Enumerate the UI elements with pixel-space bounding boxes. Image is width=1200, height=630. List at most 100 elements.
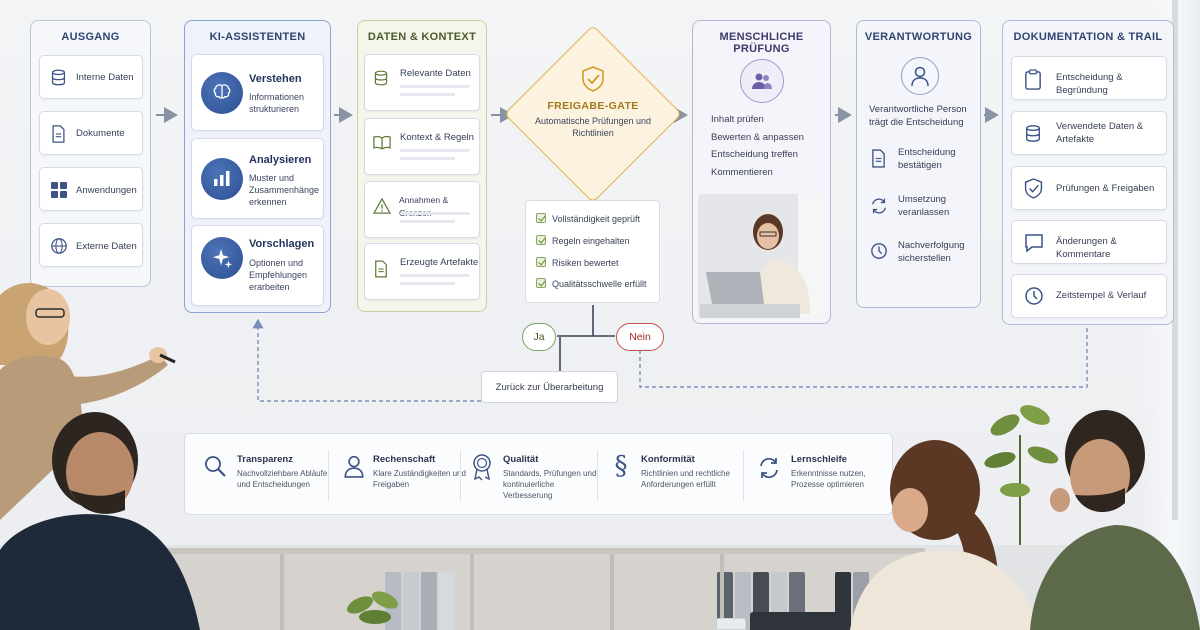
document-check-icon — [871, 149, 886, 168]
trail-card-changes[interactable]: Änderungen & Kommentare — [1011, 220, 1167, 264]
owner-avatar — [901, 57, 939, 95]
check-item[interactable]: Vollständigkeit geprüft — [536, 213, 640, 224]
principle-transparenz: Transparenz Nachvollziehbare Abläufe und… — [193, 434, 328, 516]
principle-title: Qualität — [503, 454, 539, 465]
card-label: Interne Daten — [76, 72, 134, 83]
reviewer-photo — [698, 194, 824, 318]
check-label: Regeln eingehalten — [552, 236, 630, 246]
person-icon — [910, 65, 930, 87]
context-card-rules[interactable]: Kontext & Regeln — [364, 118, 480, 175]
principle-konformitaet: § Konformität Richtlinien und rechtliche… — [601, 434, 741, 516]
ki-card-title: Analysieren — [249, 154, 312, 166]
gate-text: FREIGABE-GATE Automatische Prüfungen und… — [520, 100, 666, 139]
context-card-assumptions[interactable]: Annahmen & Grenzen — [364, 181, 480, 238]
source-card-documents[interactable]: Dokumente — [39, 111, 143, 155]
context-card-data[interactable]: Relevante Daten — [364, 54, 480, 111]
comment-icon — [1024, 233, 1044, 253]
column-daten-kontext: DATEN & KONTEXT Relevante Daten Kontext … — [357, 20, 487, 312]
trail-card-approvals[interactable]: Prüfungen & Freigaben — [1011, 166, 1167, 210]
shelf-divider — [610, 554, 614, 630]
reviewer-avatar — [740, 59, 784, 103]
loop-from-nein — [639, 327, 1088, 388]
review-step: Kommentieren — [711, 166, 773, 178]
shield-check-icon — [1024, 178, 1043, 199]
ki-card-desc: Muster und Zusammenhänge erkennen — [249, 173, 320, 207]
divider — [460, 450, 461, 500]
brain-icon — [211, 82, 233, 104]
card-label: Erzeugte Artefakte — [400, 257, 479, 268]
checkbox-checked-icon — [536, 257, 546, 267]
card-label: Relevante Daten — [400, 68, 471, 79]
bar-chart-icon — [212, 168, 232, 188]
check-label: Vollständigkeit geprüft — [552, 214, 641, 224]
card-label: Anwendungen — [76, 185, 137, 196]
shelf-divider — [470, 554, 474, 630]
ki-card-title: Vorschlagen — [249, 238, 315, 250]
owner-lead-text: Verantwortliche Person trägt die Entsche… — [869, 104, 967, 128]
placeholder-line — [400, 282, 455, 285]
card-label: Kontext & Regeln — [400, 132, 474, 143]
checkbox-checked-icon — [536, 278, 546, 288]
column-title: DATEN & KONTEXT — [367, 31, 477, 43]
trail-card-decision[interactable]: Entscheidung & Begründung — [1011, 56, 1167, 100]
placeholder-line — [400, 85, 470, 88]
loop-back-to-ki — [252, 318, 481, 402]
review-step: Bewerten & anpassen — [711, 131, 804, 143]
ki-card-analysieren[interactable]: Analysieren Muster und Zusammenhänge erk… — [191, 138, 324, 219]
paragraph-icon: § — [614, 451, 628, 481]
column-title: KI-ASSISTENTEN — [209, 31, 306, 43]
warning-icon — [373, 198, 391, 214]
group-icon — [750, 69, 774, 93]
binder — [403, 572, 419, 630]
divider — [743, 450, 744, 500]
clock-icon — [870, 242, 888, 260]
document-icon — [374, 260, 388, 278]
principle-title: Konformität — [641, 454, 695, 465]
laptop — [750, 612, 848, 630]
review-step: Inhalt prüfen — [711, 114, 764, 125]
source-card-apps[interactable]: Anwendungen — [39, 167, 143, 211]
column-ausgang: AUSGANG Interne Daten Dokumente Anwendun… — [30, 20, 151, 287]
check-label: Risiken bewertet — [552, 258, 619, 268]
gate-subtitle: Automatische Prüfungen und Richtlinien — [534, 116, 652, 138]
ki-card-verstehen[interactable]: Verstehen Informationen strukturieren — [191, 54, 324, 131]
check-item[interactable]: Regeln eingehalten — [536, 235, 630, 246]
column-dokumentation-trail: DOKUMENTATION & TRAIL Entscheidung & Beg… — [1002, 20, 1174, 325]
binder — [439, 572, 455, 630]
owner-step-label: Entscheidung bestätigen — [898, 147, 956, 171]
placeholder-line — [400, 212, 470, 215]
cycle-icon — [870, 197, 888, 215]
trail-label: Änderungen & Kommentare — [1056, 236, 1117, 260]
seated-woman-right — [850, 440, 1040, 630]
principle-desc: Erkenntnisse nutzen, Prozesse optimieren — [791, 469, 866, 489]
check-item[interactable]: Qualitätsschwelle erfüllt — [536, 278, 647, 289]
placeholder-line — [400, 274, 470, 277]
refresh-icon — [757, 456, 781, 480]
back-to-revision-box[interactable]: Zurück zur Überarbeitung — [481, 371, 618, 403]
ki-card-desc: Optionen und Empfehlungen erarbeiten — [249, 258, 308, 292]
globe-icon — [50, 237, 68, 255]
owner-step-label: Umsetzung veranlassen — [898, 194, 950, 218]
decision-yes-pill[interactable]: Ja — [522, 323, 556, 351]
context-card-artifacts[interactable]: Erzeugte Artefakte — [364, 243, 480, 300]
source-card-external[interactable]: Externe Daten — [39, 223, 143, 267]
checkbox-checked-icon — [536, 235, 546, 245]
magnifier-icon — [203, 454, 227, 478]
ki-badge — [201, 72, 243, 114]
principle-rechenschaft: Rechenschaft Klare Zuständigkeiten und F… — [333, 434, 466, 516]
shield-check-icon — [581, 66, 605, 92]
ki-card-vorschlagen[interactable]: Vorschlagen Optionen und Empfehlungen er… — [191, 225, 324, 306]
card-label: Externe Daten — [76, 241, 137, 252]
gate-title: FREIGABE-GATE — [547, 100, 639, 112]
source-card-internal[interactable]: Interne Daten — [39, 55, 143, 99]
principle-lernschleife: Lernschleife Erkenntnisse nutzen, Prozes… — [747, 434, 889, 516]
principle-desc: Richtlinien und rechtliche Anforderungen… — [641, 469, 730, 489]
trail-card-timestamps[interactable]: Zeitstempel & Verlauf — [1011, 274, 1167, 318]
ki-badge — [201, 237, 243, 279]
decision-no-pill[interactable]: Nein — [616, 323, 664, 351]
trail-card-data[interactable]: Verwendete Daten & Artefakte — [1011, 111, 1167, 155]
apps-grid-icon — [51, 182, 67, 198]
check-item[interactable]: Risiken bewertet — [536, 257, 619, 268]
book-icon — [373, 135, 391, 150]
